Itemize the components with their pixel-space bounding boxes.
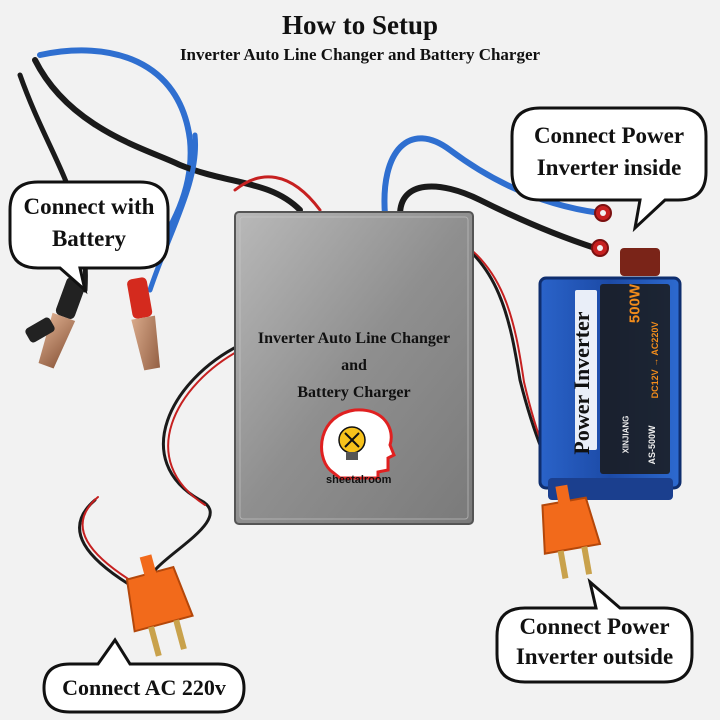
inverter-voltage: DC12V → AC220V (650, 321, 660, 399)
blue-wire-battery (37, 47, 194, 263)
bubble-inverter-outside (495, 577, 694, 684)
bubble-inverter-inside (510, 106, 708, 233)
callout-inverter-outside: Connect Power Inverter outside (499, 612, 690, 672)
power-inverter (538, 248, 682, 500)
bubble-ac (42, 637, 246, 714)
ring-terminals (591, 204, 612, 257)
brand-name: sheetalroom (326, 474, 392, 486)
callout-battery-line-1: Connect with (23, 194, 155, 219)
device-label-line-1: Inverter Auto Line Changer (257, 330, 451, 347)
callout-bubbles (8, 106, 708, 714)
inverter-model: AS-500W (647, 425, 657, 465)
black-wire-battery (32, 57, 303, 213)
red-wire-top (233, 175, 322, 212)
page-subtitle: Inverter Auto Line Changer and Battery C… (179, 45, 541, 64)
ac-plug-icon (125, 554, 194, 657)
device-label-line-2: and (341, 357, 367, 374)
callout-ac: Connect AC 220v (62, 675, 226, 700)
black-wire-inverter (397, 183, 598, 251)
charger-box (234, 211, 474, 525)
inverter-wattage: 500W (626, 283, 644, 324)
wires (17, 47, 603, 587)
blue-wire-clip (147, 132, 199, 293)
device-label: Inverter Auto Line Changer and Battery C… (240, 325, 468, 406)
callout-battery: Connect with Battery (12, 191, 166, 255)
bubble-battery (8, 180, 170, 295)
inverter-label: Power Inverter (569, 311, 594, 455)
page-title: How to Setup (281, 10, 438, 40)
callout-inverter-outside-line-2: Inverter outside (515, 644, 674, 669)
lightbulb-head-tools-icon (320, 408, 396, 480)
red-wire-ac (167, 349, 241, 506)
callout-inverter-outside-line-1: Connect Power (519, 614, 670, 639)
callout-battery-line-2: Battery (51, 226, 127, 251)
inverter-plug-icon (541, 484, 602, 579)
battery-clips-icon (25, 277, 161, 371)
callout-inverter-inside-line-1: Connect Power (533, 123, 685, 148)
black-wire-ac (148, 343, 242, 582)
callout-inverter-inside: Connect Power Inverter inside (514, 120, 704, 184)
inverter-maker: XINJIANG (621, 415, 631, 454)
callout-inverter-inside-line-2: Inverter inside (536, 155, 682, 180)
red-wire-ac-loop (81, 496, 134, 583)
device-label-line-3: Battery Charger (297, 384, 411, 401)
